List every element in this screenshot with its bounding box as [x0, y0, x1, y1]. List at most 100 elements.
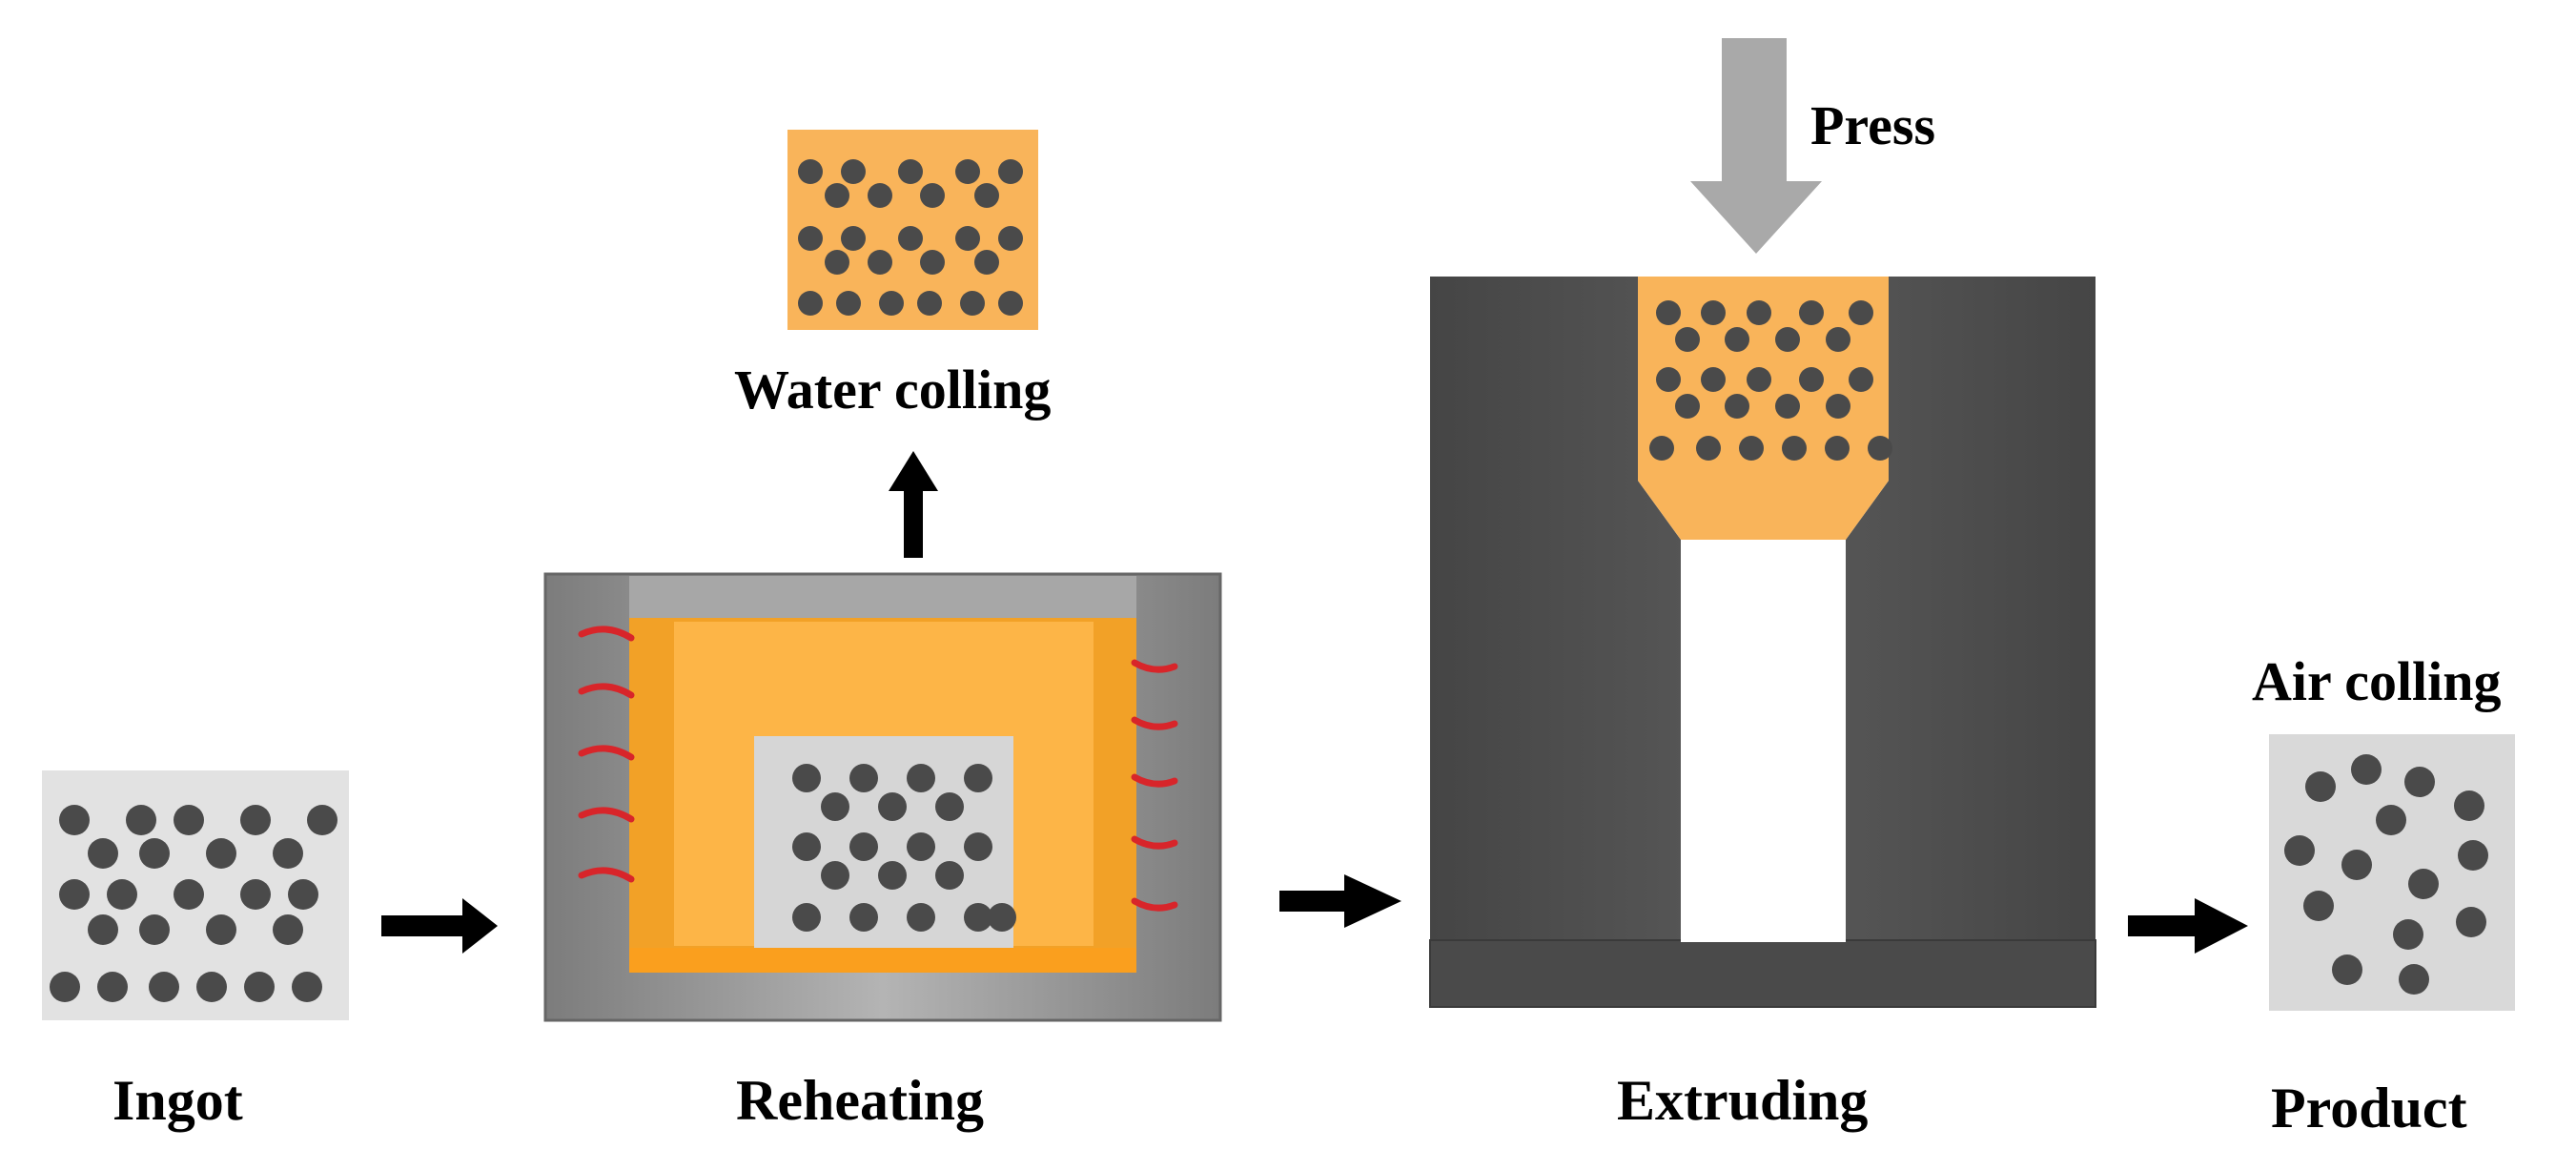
particle-icon	[935, 792, 964, 821]
particle-icon	[97, 972, 128, 1002]
particle-icon	[1799, 300, 1824, 325]
particle-icon	[2454, 790, 2484, 821]
particle-icon	[841, 159, 866, 184]
particle-icon	[868, 250, 892, 275]
product-particles	[2284, 754, 2488, 995]
particle-icon	[206, 838, 236, 869]
reheating-furnace	[543, 572, 1222, 1022]
particle-icon	[1775, 394, 1800, 419]
heating-coil-segment	[578, 626, 635, 642]
particle-icon	[1775, 327, 1800, 352]
particle-icon	[174, 879, 204, 910]
particle-icon	[107, 879, 137, 910]
heating-coil-icon	[578, 626, 635, 883]
particle-icon	[825, 250, 849, 275]
particle-icon	[898, 159, 923, 184]
particle-icon	[998, 291, 1023, 316]
particle-icon	[1747, 367, 1771, 392]
particle-icon	[825, 183, 849, 208]
particle-icon	[836, 291, 861, 316]
particle-icon	[1799, 367, 1824, 392]
press-label: Press	[1810, 94, 1936, 156]
particle-icon	[2284, 835, 2315, 866]
particle-icon	[821, 861, 849, 890]
particle-icon	[1725, 394, 1749, 419]
ingot-label: Ingot	[112, 1069, 243, 1132]
particle-icon	[1826, 394, 1850, 419]
particle-icon	[1649, 436, 1674, 461]
heating-coil-segment	[578, 683, 635, 699]
particle-icon	[2399, 964, 2429, 995]
particle-icon	[955, 226, 980, 251]
press-arrow-icon	[1690, 38, 1822, 254]
flow-arrow-icon	[1279, 874, 1401, 928]
particle-icon	[1656, 367, 1681, 392]
particle-icon	[798, 291, 823, 316]
reheat-particles	[792, 764, 1016, 932]
particle-icon	[273, 914, 303, 945]
particle-icon	[920, 183, 945, 208]
particle-icon	[1675, 327, 1700, 352]
extrusion-die	[1429, 277, 2096, 1008]
particle-icon	[878, 861, 907, 890]
particle-icon	[273, 838, 303, 869]
heating-coil-segment	[1131, 659, 1178, 673]
water-cooling-label: Water colling	[734, 359, 1052, 421]
particle-icon	[174, 805, 204, 835]
particle-icon	[878, 792, 907, 821]
particle-icon	[907, 764, 935, 792]
product-block	[2269, 734, 2515, 1011]
extruding-label: Extruding	[1617, 1069, 1869, 1132]
particle-icon	[798, 226, 823, 251]
product-label: Product	[2271, 1077, 2467, 1139]
heating-coil-segment	[1131, 716, 1178, 730]
particle-icon	[964, 764, 992, 792]
particle-icon	[240, 879, 271, 910]
particle-icon	[2305, 771, 2336, 802]
particle-icon	[307, 805, 337, 835]
particle-icon	[998, 226, 1023, 251]
particle-icon	[974, 250, 999, 275]
particle-icon	[1782, 436, 1807, 461]
particle-icon	[849, 903, 878, 932]
particle-icon	[821, 792, 849, 821]
particle-icon	[59, 879, 90, 910]
particle-icon	[139, 838, 170, 869]
particle-icon	[792, 903, 821, 932]
heating-coil-segment	[578, 867, 635, 883]
ingot-particles	[50, 805, 337, 1002]
particle-icon	[244, 972, 275, 1002]
particle-icon	[149, 972, 179, 1002]
particle-icon	[898, 226, 923, 251]
particle-icon	[841, 226, 866, 251]
water-cooled-billet	[787, 130, 1038, 330]
particle-icon	[849, 832, 878, 861]
particle-icon	[1868, 436, 1892, 461]
particle-icon	[126, 805, 156, 835]
particle-icon	[792, 764, 821, 792]
reheating-label: Reheating	[736, 1069, 984, 1132]
particle-icon	[879, 291, 904, 316]
particle-icon	[292, 972, 322, 1002]
particle-icon	[2393, 919, 2423, 950]
particle-icon	[1849, 367, 1873, 392]
particle-icon	[2332, 954, 2362, 985]
particle-icon	[988, 903, 1016, 932]
particle-icon	[960, 291, 985, 316]
particle-icon	[1739, 436, 1764, 461]
heating-coil-segment	[1131, 835, 1178, 850]
heating-coil-segment	[1131, 773, 1178, 788]
particle-icon	[907, 832, 935, 861]
particle-icon	[1725, 327, 1749, 352]
particle-icon	[798, 159, 823, 184]
particle-icon	[917, 291, 942, 316]
particle-icon	[206, 914, 236, 945]
particle-icon	[2303, 891, 2334, 921]
particle-icon	[1849, 300, 1873, 325]
particle-icon	[1825, 436, 1850, 461]
particle-icon	[1826, 327, 1850, 352]
particle-icon	[1701, 367, 1726, 392]
particle-icon	[2351, 754, 2382, 785]
particle-icon	[139, 914, 170, 945]
